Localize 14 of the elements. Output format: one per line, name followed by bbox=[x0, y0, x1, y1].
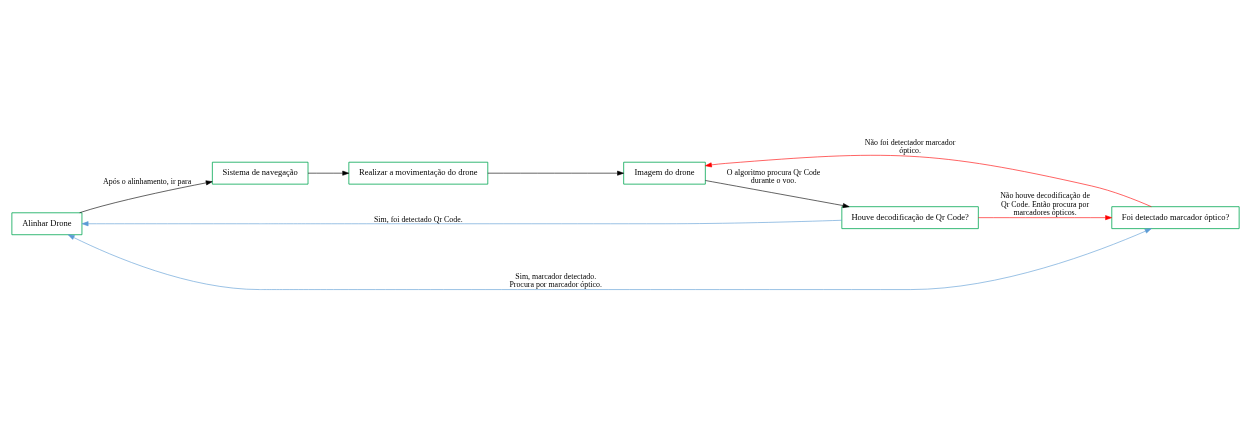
node-box: Alinhar Drone bbox=[11, 212, 83, 236]
arrow bbox=[705, 155, 1152, 207]
node-box: Realizar a movimentação do drone bbox=[348, 161, 489, 185]
node-box: Foi detectado marcador óptico? bbox=[1111, 206, 1240, 230]
arrow bbox=[705, 180, 850, 208]
arrow bbox=[79, 180, 213, 213]
node-box: Houve decodificação de Qr Code? bbox=[841, 206, 979, 230]
arrow bbox=[81, 219, 843, 227]
arrow bbox=[67, 228, 1152, 290]
node-box: Sistema de navegação bbox=[211, 161, 309, 185]
arrow bbox=[978, 215, 1112, 221]
node-box: Imagem do drone bbox=[623, 161, 706, 185]
arrow bbox=[487, 170, 624, 176]
arrow bbox=[307, 170, 350, 176]
